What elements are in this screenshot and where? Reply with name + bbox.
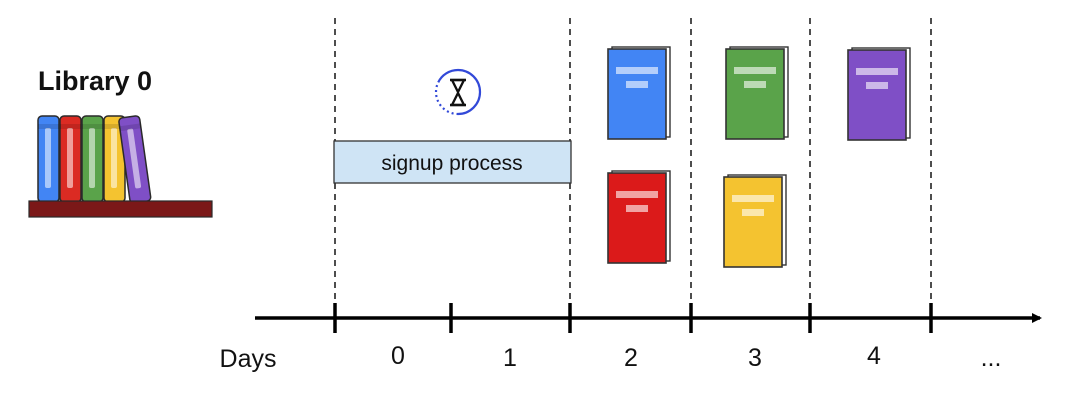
- axis-ticks: [333, 303, 933, 333]
- tick-label-day-1: 1: [503, 344, 517, 372]
- tick-label-ellipsis: ...: [981, 344, 1002, 372]
- book-icon: [723, 174, 787, 268]
- signup-process-bar: [333, 140, 572, 184]
- book-icon: [725, 46, 789, 140]
- signup-process-label: signup process: [381, 152, 522, 175]
- book-icon: [607, 46, 671, 140]
- shelf-book: [81, 115, 104, 203]
- tick-label-day-4: 4: [867, 342, 881, 370]
- shelf-book: [59, 115, 82, 203]
- tick-label-day-2: 2: [624, 344, 638, 372]
- hourglass-icon: [434, 68, 482, 116]
- book-icon: [847, 47, 911, 141]
- tick-label-day-3: 3: [748, 344, 762, 372]
- book-icon: [607, 170, 671, 264]
- day-separators: [334, 18, 932, 300]
- shelf-board: [28, 200, 213, 218]
- bookshelf-illustration: [28, 115, 213, 218]
- tick-label-day-0: 0: [391, 342, 405, 370]
- shelf-book: [37, 115, 60, 203]
- library-title: Library 0: [38, 66, 152, 96]
- daily-books: [607, 46, 911, 268]
- axis-label-days: Days: [220, 345, 277, 373]
